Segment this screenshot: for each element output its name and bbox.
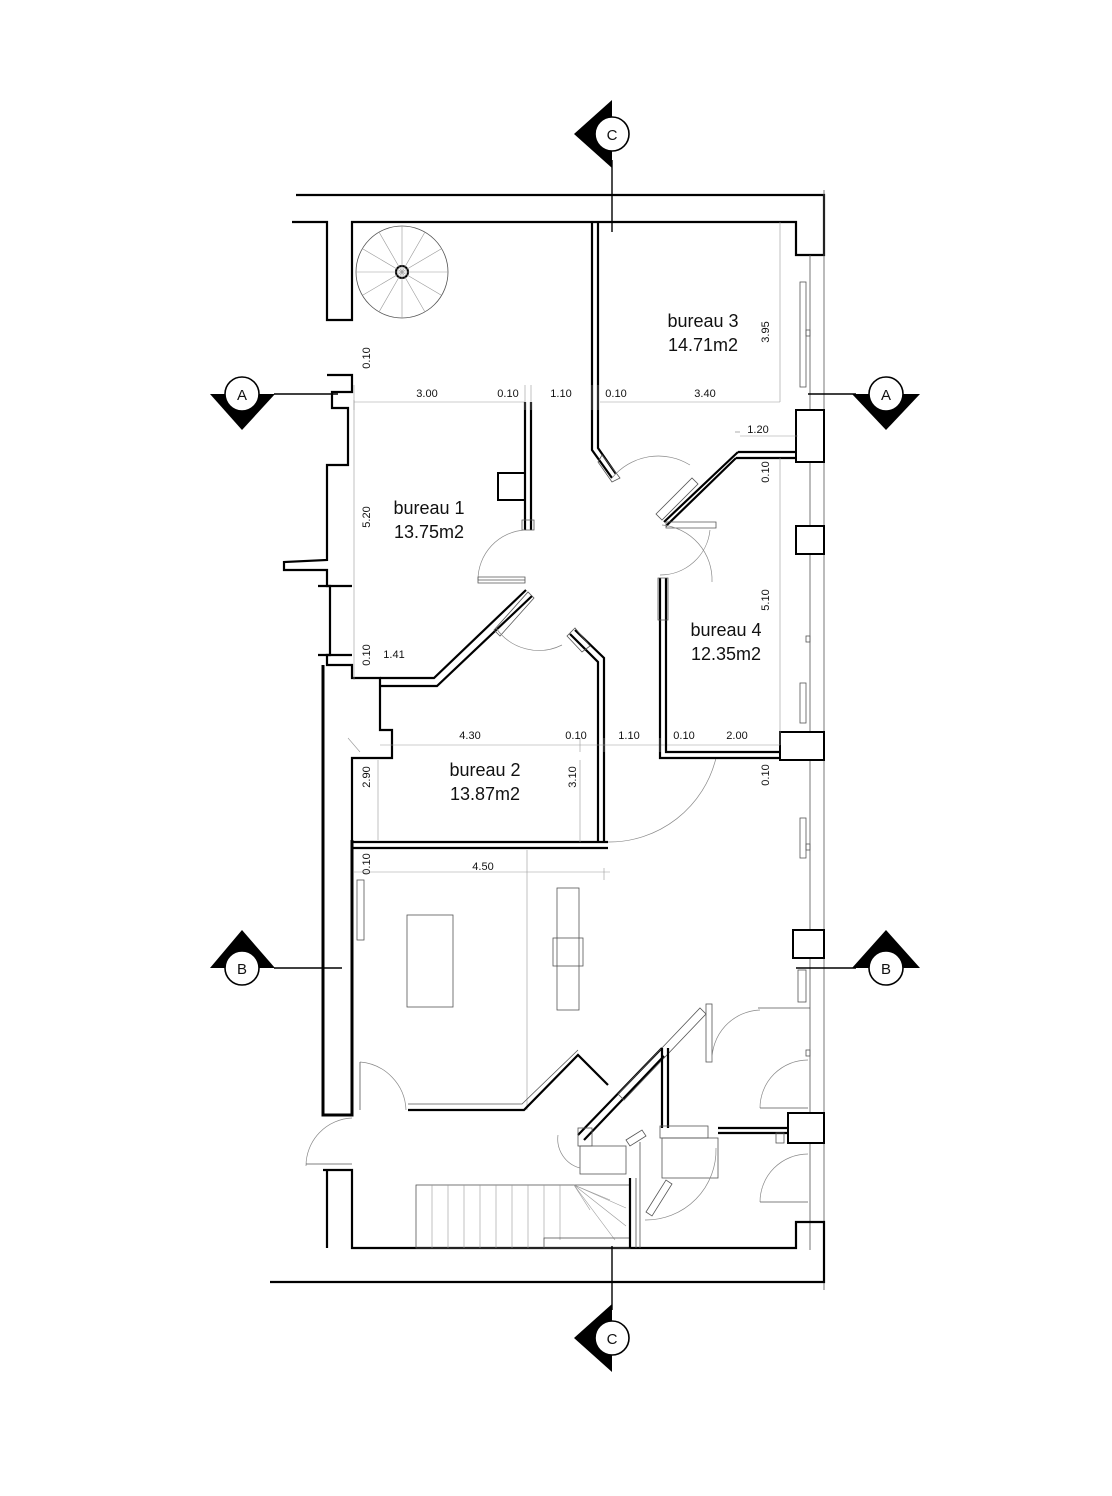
bureau-3-walls xyxy=(590,222,781,483)
section-marker-c-top: C xyxy=(574,100,630,168)
service-area xyxy=(557,1003,810,1248)
dim-label: 4.50 xyxy=(472,861,493,873)
dim-label: 3.10 xyxy=(567,766,579,787)
dim-label: 0.10 xyxy=(605,388,626,400)
dim-label: 0.10 xyxy=(760,764,772,785)
section-marker-label: A xyxy=(881,387,891,404)
dim-label: 2.90 xyxy=(361,766,373,787)
pillars xyxy=(497,409,825,1144)
section-marker-a-left: A xyxy=(210,376,275,430)
section-marker-label: B xyxy=(237,961,247,978)
dim-label: 0.10 xyxy=(361,347,373,368)
room-area: 14.71m2 xyxy=(668,335,738,355)
section-marker-c-bottom: C xyxy=(574,1304,630,1372)
section-marker-label: C xyxy=(607,127,618,144)
section-marker-b-left: B xyxy=(210,930,275,986)
spiral-stair xyxy=(355,225,449,319)
dim-label: 0.10 xyxy=(565,730,586,742)
dim-label: 4.30 xyxy=(459,730,480,742)
section-marker-label: B xyxy=(881,961,891,978)
room-label-bureau-2: bureau 2 13.87m2 xyxy=(449,760,520,804)
room-label-bureau-4: bureau 4 12.35m2 xyxy=(690,620,761,664)
dim-label: 3.40 xyxy=(694,388,715,400)
room-area: 12.35m2 xyxy=(691,644,761,664)
dim-label: 3.95 xyxy=(760,321,772,342)
dim-label: 2.00 xyxy=(726,730,747,742)
dim-label: 0.10 xyxy=(497,388,518,400)
dim-label: 1.41 xyxy=(383,649,404,661)
dim-label: 0.10 xyxy=(361,644,373,665)
bureau-4-walls xyxy=(655,431,796,760)
right-facade-windows xyxy=(797,281,811,1057)
section-lines xyxy=(274,160,856,1310)
bureau-2-walls xyxy=(352,627,780,850)
bureau-1-walls xyxy=(353,400,563,688)
section-marker-b-right: B xyxy=(852,930,920,986)
section-marker-a-right: A xyxy=(852,376,920,430)
room-area: 13.75m2 xyxy=(394,522,464,542)
section-marker-label: A xyxy=(237,387,247,404)
dim-label: 1.10 xyxy=(618,730,639,742)
dimension-lines xyxy=(347,385,798,880)
dim-label: 5.10 xyxy=(760,589,772,610)
room-name: bureau 4 xyxy=(690,620,761,640)
dim-label: 3.00 xyxy=(416,388,437,400)
dim-label: 1.20 xyxy=(747,424,768,436)
dim-label: 0.10 xyxy=(361,853,373,874)
section-marker-label: C xyxy=(607,1331,618,1348)
room-label-bureau-1: bureau 1 13.75m2 xyxy=(393,498,464,542)
room-name: bureau 1 xyxy=(393,498,464,518)
dimension-labels: 3.00 0.10 1.10 0.10 3.40 0.10 3.95 1.20 … xyxy=(361,321,772,874)
straight-stair xyxy=(415,1178,637,1249)
room-label-bureau-3: bureau 3 14.71m2 xyxy=(667,311,738,355)
dim-label: 0.10 xyxy=(673,730,694,742)
dim-label: 5.20 xyxy=(361,506,373,527)
lower-area xyxy=(305,850,609,1167)
room-name: bureau 3 xyxy=(667,311,738,331)
room-name: bureau 2 xyxy=(449,760,520,780)
dim-label: 1.10 xyxy=(550,388,571,400)
room-area: 13.87m2 xyxy=(450,784,520,804)
dim-label: 0.10 xyxy=(760,461,772,482)
